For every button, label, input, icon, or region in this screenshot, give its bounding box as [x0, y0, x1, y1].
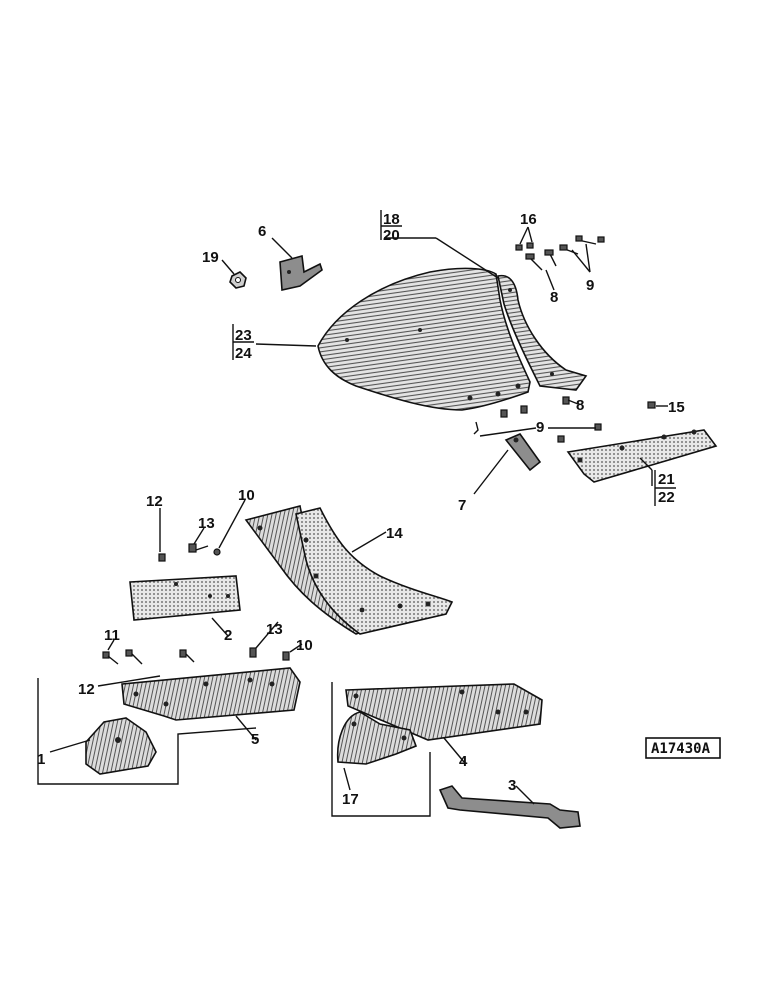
callout-18: 18 — [383, 211, 400, 228]
landside-part-5 — [121, 667, 301, 721]
callout-labels: 18 20 6 19 16 8 9 23 24 8 9 15 21 22 7 1… — [37, 210, 685, 808]
callout-11: 11 — [104, 627, 120, 644]
bolts-upper-group — [515, 235, 605, 271]
bolts-12-13-10-upper — [158, 543, 221, 562]
brace-part-7 — [504, 433, 542, 472]
plate-part-2 — [129, 575, 241, 621]
callout-24: 24 — [235, 345, 252, 362]
bolts-11-13-10-lower — [102, 647, 290, 665]
callout-9-upper: 9 — [586, 277, 594, 294]
callout-2: 2 — [224, 627, 232, 644]
moldboard-extension — [497, 274, 588, 391]
callout-20: 20 — [383, 227, 400, 244]
callout-13-lower: 13 — [266, 621, 283, 638]
callout-13-upper: 13 — [198, 515, 215, 532]
figure-code: A17430A — [651, 741, 711, 757]
callout-17: 17 — [342, 791, 359, 808]
callout-10-upper: 10 — [238, 487, 255, 504]
callout-16: 16 — [520, 211, 537, 228]
frog-part-1 — [85, 717, 157, 775]
callout-12-upper: 12 — [146, 493, 163, 510]
group-brackets — [37, 678, 431, 817]
strap-part-3 — [438, 785, 581, 829]
callout-21: 21 — [658, 471, 675, 488]
callout-6: 6 — [258, 223, 266, 240]
callout-1: 1 — [37, 751, 45, 768]
bracket-part-6 — [279, 254, 323, 291]
brace-part-17 — [336, 711, 418, 765]
callout-8-upper: 8 — [550, 289, 558, 306]
share-part-14 — [244, 505, 454, 635]
callout-4: 4 — [459, 753, 468, 770]
nut-part-19 — [229, 271, 247, 289]
bolt-part-15 — [647, 401, 656, 409]
plate-part-4 — [345, 683, 543, 741]
leader-lines — [49, 226, 668, 805]
callout-15: 15 — [668, 399, 685, 416]
callout-12-lower: 12 — [78, 681, 95, 698]
bolts-middle-group — [473, 396, 602, 443]
callout-7: 7 — [458, 497, 466, 514]
callout-10-lower: 10 — [296, 637, 313, 654]
moldboard — [317, 267, 531, 411]
callout-23: 23 — [235, 327, 252, 344]
callout-8-middle: 8 — [576, 397, 584, 414]
callout-19: 19 — [202, 249, 219, 266]
callout-5: 5 — [251, 731, 259, 748]
callout-3: 3 — [508, 777, 516, 794]
share-bar-21-22 — [566, 429, 718, 483]
callout-14: 14 — [386, 525, 403, 542]
figure-code-box: A17430A — [645, 737, 721, 759]
callout-22: 22 — [658, 489, 675, 506]
callout-9-middle: 9 — [536, 419, 544, 436]
